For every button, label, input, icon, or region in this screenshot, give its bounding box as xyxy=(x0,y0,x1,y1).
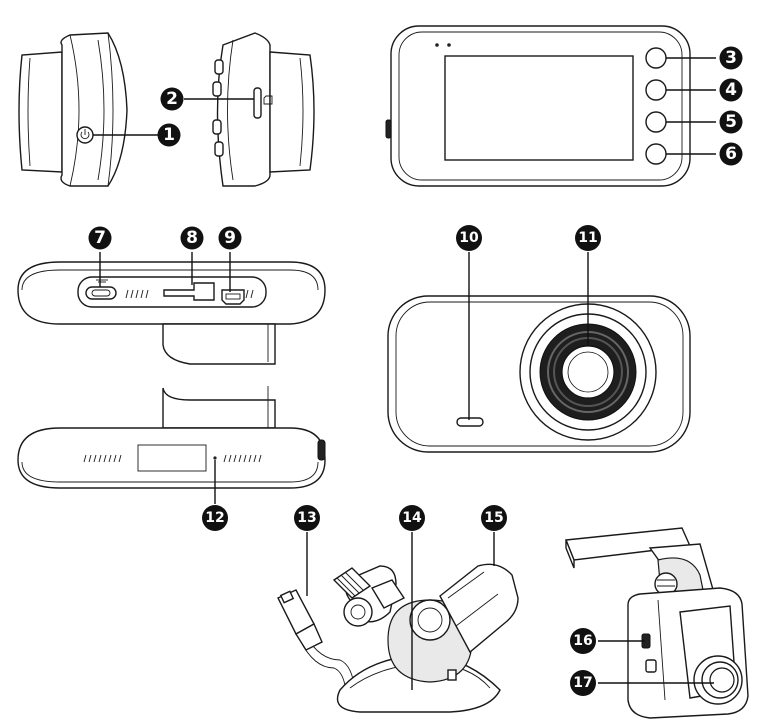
callout-7: 7 xyxy=(88,226,112,250)
svg-text:9: 9 xyxy=(224,228,236,248)
svg-text:5: 5 xyxy=(725,112,737,132)
svg-text:4: 4 xyxy=(725,80,737,100)
callout-10: 10 xyxy=(456,225,482,251)
vent-slots-bottom xyxy=(83,454,262,463)
camera-left-side-view xyxy=(18,32,158,187)
svg-text:2: 2 xyxy=(166,89,178,109)
callout-13: 13 xyxy=(294,505,320,531)
camera-on-mount xyxy=(565,527,749,719)
callout-11: 11 xyxy=(575,225,601,251)
callout-16: 16 xyxy=(570,628,596,654)
camera-lens xyxy=(519,303,657,441)
svg-text:14: 14 xyxy=(402,510,422,526)
callout-4: 4 xyxy=(719,78,743,102)
camera-top-view xyxy=(17,252,326,365)
callouts: 1 2 3 4 5 6 7 8 xyxy=(88,46,743,696)
svg-text:16: 16 xyxy=(573,633,592,649)
microphone-hole xyxy=(213,456,217,460)
mount-connector xyxy=(163,282,215,301)
svg-text:6: 6 xyxy=(725,144,737,164)
sd-card-slot xyxy=(253,87,273,119)
vent-slots-top xyxy=(125,289,254,299)
svg-text:10: 10 xyxy=(459,230,479,246)
sd-card-icon xyxy=(263,95,273,105)
camera-right-side-view xyxy=(184,32,315,187)
callout-12: 12 xyxy=(202,505,228,531)
svg-text:11: 11 xyxy=(578,230,597,246)
power-button xyxy=(76,126,94,144)
power-icon xyxy=(80,129,90,140)
callout-2: 2 xyxy=(160,87,184,111)
hdmi-port xyxy=(221,289,245,305)
svg-text:1: 1 xyxy=(163,125,175,145)
callout-6: 6 xyxy=(719,142,743,166)
svg-text:12: 12 xyxy=(205,510,224,526)
side-buttons xyxy=(212,59,224,157)
svg-text:8: 8 xyxy=(186,228,198,248)
svg-text:3: 3 xyxy=(725,48,737,68)
callout-14: 14 xyxy=(399,505,425,531)
suction-mount xyxy=(277,532,519,713)
svg-text:7: 7 xyxy=(94,228,106,248)
svg-text:17: 17 xyxy=(573,675,592,691)
camera-lens-view xyxy=(387,252,691,453)
callout-5: 5 xyxy=(719,110,743,134)
callout-17: 17 xyxy=(570,670,596,696)
callout-3: 3 xyxy=(719,46,743,70)
svg-text:15: 15 xyxy=(484,510,503,526)
status-led xyxy=(456,417,484,427)
camera-bottom-view xyxy=(17,386,326,504)
camera-screen-view xyxy=(385,25,716,187)
usb-port xyxy=(85,286,117,300)
svg-text:13: 13 xyxy=(297,510,316,526)
callout-1: 1 xyxy=(157,123,181,147)
callout-8: 8 xyxy=(180,226,204,250)
callout-15: 15 xyxy=(481,505,507,531)
mount-lens xyxy=(693,655,743,705)
hdmi-icon xyxy=(225,293,241,300)
callout-9: 9 xyxy=(218,226,242,250)
